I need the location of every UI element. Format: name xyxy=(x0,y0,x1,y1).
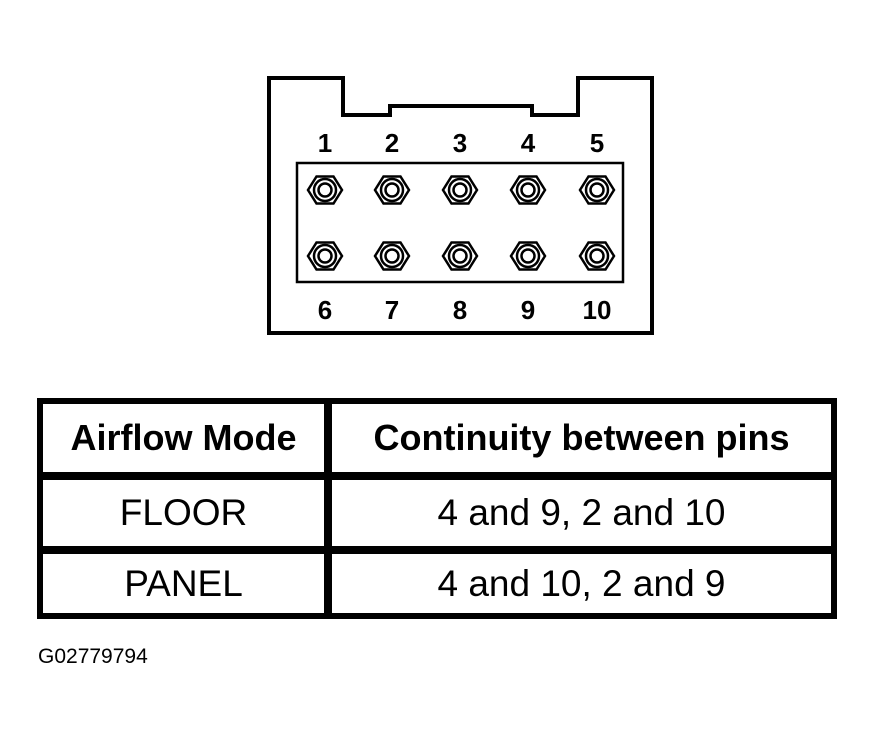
connector-diagram: 1 2 3 4 5 6 7 8 9 10 xyxy=(267,76,654,335)
row-floor-continuity: 4 and 9, 2 and 10 xyxy=(330,478,833,548)
pin-terminal-4 xyxy=(509,175,547,205)
pin-label-10: 10 xyxy=(583,295,612,325)
pin-terminal-10 xyxy=(578,241,616,271)
header-airflow-mode: Airflow Mode xyxy=(41,402,326,474)
pin-terminal-3 xyxy=(441,175,479,205)
pin-label-9: 9 xyxy=(521,295,535,325)
pin-label-3: 3 xyxy=(453,128,467,158)
pin-terminal-8 xyxy=(441,241,479,271)
pin-terminal-9 xyxy=(509,241,547,271)
pin-terminal-5 xyxy=(578,175,616,205)
pin-terminal-6 xyxy=(306,241,344,271)
pin-label-6: 6 xyxy=(318,295,332,325)
row-floor-mode: FLOOR xyxy=(41,478,326,548)
figure-code: G02779794 xyxy=(38,645,148,668)
continuity-table: Airflow Mode Continuity between pins FLO… xyxy=(37,398,837,619)
connector-housing xyxy=(267,76,654,335)
pin-label-5: 5 xyxy=(590,128,604,158)
pin-label-7: 7 xyxy=(385,295,399,325)
pin-terminal-2 xyxy=(373,175,411,205)
pin-label-8: 8 xyxy=(453,295,467,325)
pin-label-1: 1 xyxy=(318,128,332,158)
row-panel-mode: PANEL xyxy=(41,552,326,615)
pin-terminal-1 xyxy=(306,175,344,205)
pin-label-4: 4 xyxy=(521,128,536,158)
header-continuity: Continuity between pins xyxy=(330,402,833,474)
pin-label-2: 2 xyxy=(385,128,399,158)
pin-cavity xyxy=(295,161,625,284)
row-panel-continuity: 4 and 10, 2 and 9 xyxy=(330,552,833,615)
pin-terminal-7 xyxy=(373,241,411,271)
